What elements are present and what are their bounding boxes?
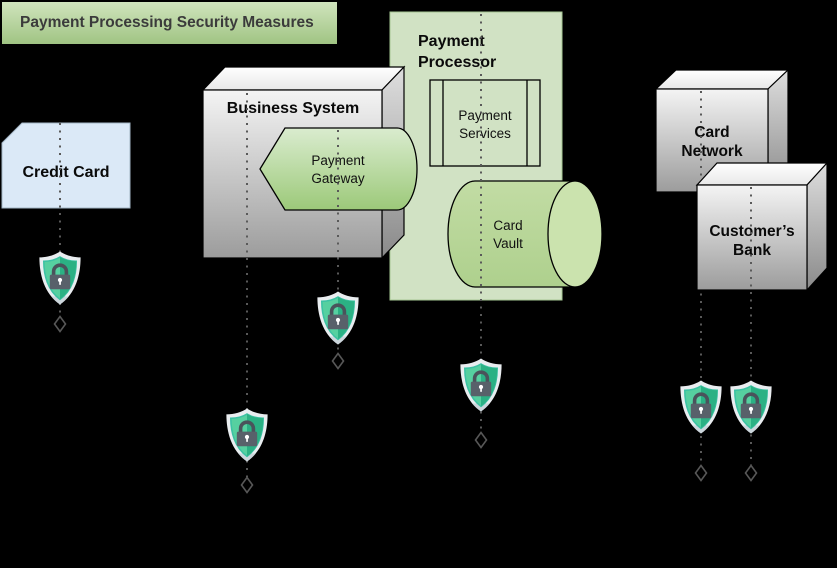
customers-bank-top-face [695,162,829,186]
diamond-credit-card [53,315,67,333]
payment-gateway-label-line2: Gateway [311,171,365,186]
card-vault-label-line1: Card [493,218,522,233]
customers-bank-label-line1: Customer’s [709,223,794,240]
customers-bank-side-face [806,161,828,292]
payment-services-label-line2: Services [459,126,511,141]
diamond-card-network [694,464,708,482]
diagram-title: Payment Processing Security Measures [2,2,337,44]
payment-processor-label-line1: Payment [418,33,485,50]
diamond-payment-gateway [331,352,345,370]
credit-card-label: Credit Card [22,164,109,181]
lifeline-end-diamonds [53,315,758,494]
diamond-business-system [240,476,254,494]
payment-processor-label-line2: Processor [418,54,496,71]
card-vault-cap [547,180,603,288]
business-system-top-face [201,66,406,91]
card-network-label-line2: Network [681,143,743,160]
node-card-vault [447,180,603,288]
node-payment-services [429,79,541,167]
card-vault-label-line2: Vault [493,236,523,251]
business-system-label: Business System [227,100,360,117]
card-network-label-line1: Card [694,124,729,141]
diamond-payment-processor [474,431,488,449]
node-payment-processor: Payment Processor Payment Services Card … [389,11,603,301]
credit-card-shape [1,122,131,209]
node-credit-card: Credit Card [1,122,131,209]
diamond-customers-bank [744,464,758,482]
customers-bank-label-line2: Bank [733,242,771,259]
payment-services-label-line1: Payment [458,108,512,123]
diagram-title-text: Payment Processing Security Measures [20,14,314,31]
card-network-top-face [654,69,790,90]
